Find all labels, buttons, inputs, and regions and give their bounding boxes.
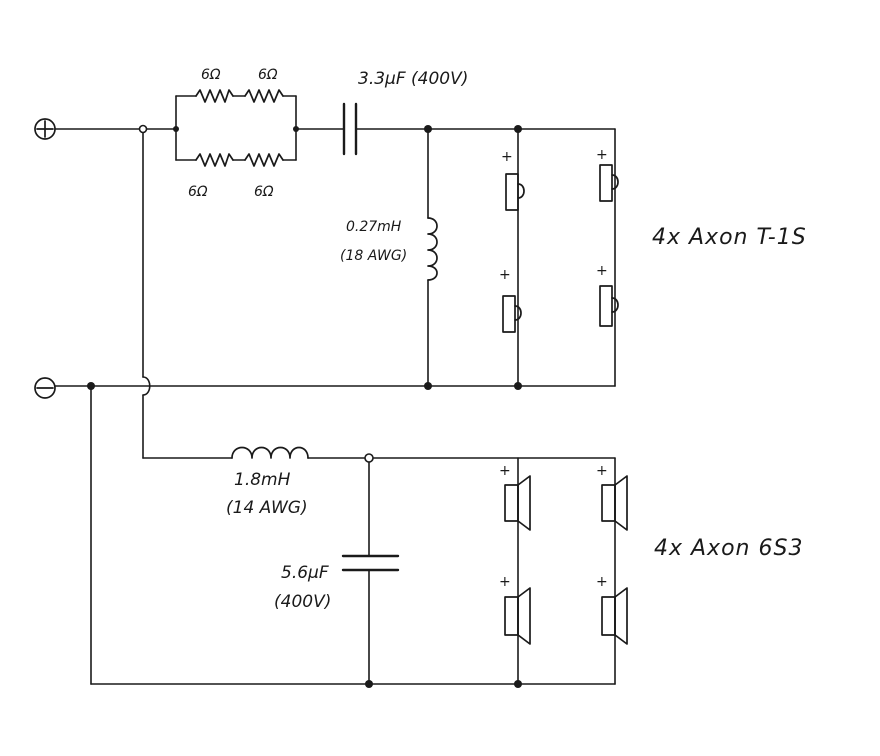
resistor-top-right xyxy=(244,89,284,103)
junction-node xyxy=(87,382,95,390)
junction-node xyxy=(514,125,522,133)
woofer-group-label: 4x Axon 6S3 xyxy=(654,536,803,561)
junction-dots xyxy=(87,124,522,688)
woofer-driver xyxy=(601,587,628,645)
woofer-driver xyxy=(601,475,628,531)
series-inductor xyxy=(231,446,309,459)
resistor-label: 6Ω xyxy=(188,184,208,200)
shunt-inductor-label: 0.27mH xyxy=(346,219,402,235)
resistor-top-left xyxy=(195,89,234,103)
polarity-plus: + xyxy=(596,263,608,279)
shunt-capacitor-label: 5.6μF xyxy=(281,563,329,583)
series-capacitor xyxy=(342,102,358,156)
junction-node xyxy=(424,125,432,133)
polarity-marks: + + + + + + + + xyxy=(499,147,608,590)
polarity-plus: + xyxy=(499,267,511,283)
polarity-plus: + xyxy=(501,149,513,165)
junction-node xyxy=(514,680,522,688)
junction-node xyxy=(293,126,299,132)
resistor-label: 6Ω xyxy=(201,67,221,83)
woofer-driver xyxy=(504,475,531,531)
resistor-label: 6Ω xyxy=(254,184,274,200)
resistor-bottom-right xyxy=(244,153,284,167)
polarity-plus: + xyxy=(499,574,511,590)
junction-node xyxy=(424,382,432,390)
tweeter-driver xyxy=(502,295,522,333)
tweeter-driver xyxy=(505,173,525,211)
resistor-label: 6Ω xyxy=(258,67,278,83)
polarity-plus: + xyxy=(499,463,511,479)
shunt-capacitor-voltage-label: (400V) xyxy=(274,592,331,612)
shunt-inductor xyxy=(427,217,438,281)
polarity-plus: + xyxy=(596,463,608,479)
series-capacitor-label: 3.3μF (400V) xyxy=(358,69,468,89)
polarity-plus: + xyxy=(596,574,608,590)
series-inductor-wire-label: (14 AWG) xyxy=(226,498,308,518)
tweeter-group-label: 4x Axon T-1S xyxy=(652,225,807,250)
shunt-capacitor xyxy=(341,554,400,572)
shunt-inductor-wire-label: (18 AWG) xyxy=(340,248,407,264)
series-inductor-label: 1.8mH xyxy=(234,470,291,490)
junction-node xyxy=(138,124,148,134)
tweeter-driver xyxy=(599,164,619,202)
junction-node xyxy=(173,126,179,132)
polarity-plus: + xyxy=(596,147,608,163)
junction-node xyxy=(514,382,522,390)
resistor-bottom-left xyxy=(195,153,234,167)
woofer-section-wiring xyxy=(90,128,616,685)
junction-node xyxy=(365,680,373,688)
negative-terminal xyxy=(34,377,56,399)
junction-node xyxy=(364,453,374,463)
tweeter-driver xyxy=(599,285,619,327)
positive-terminal xyxy=(34,118,56,140)
tweeter-section-wiring xyxy=(54,95,616,387)
woofer-driver xyxy=(504,587,531,645)
